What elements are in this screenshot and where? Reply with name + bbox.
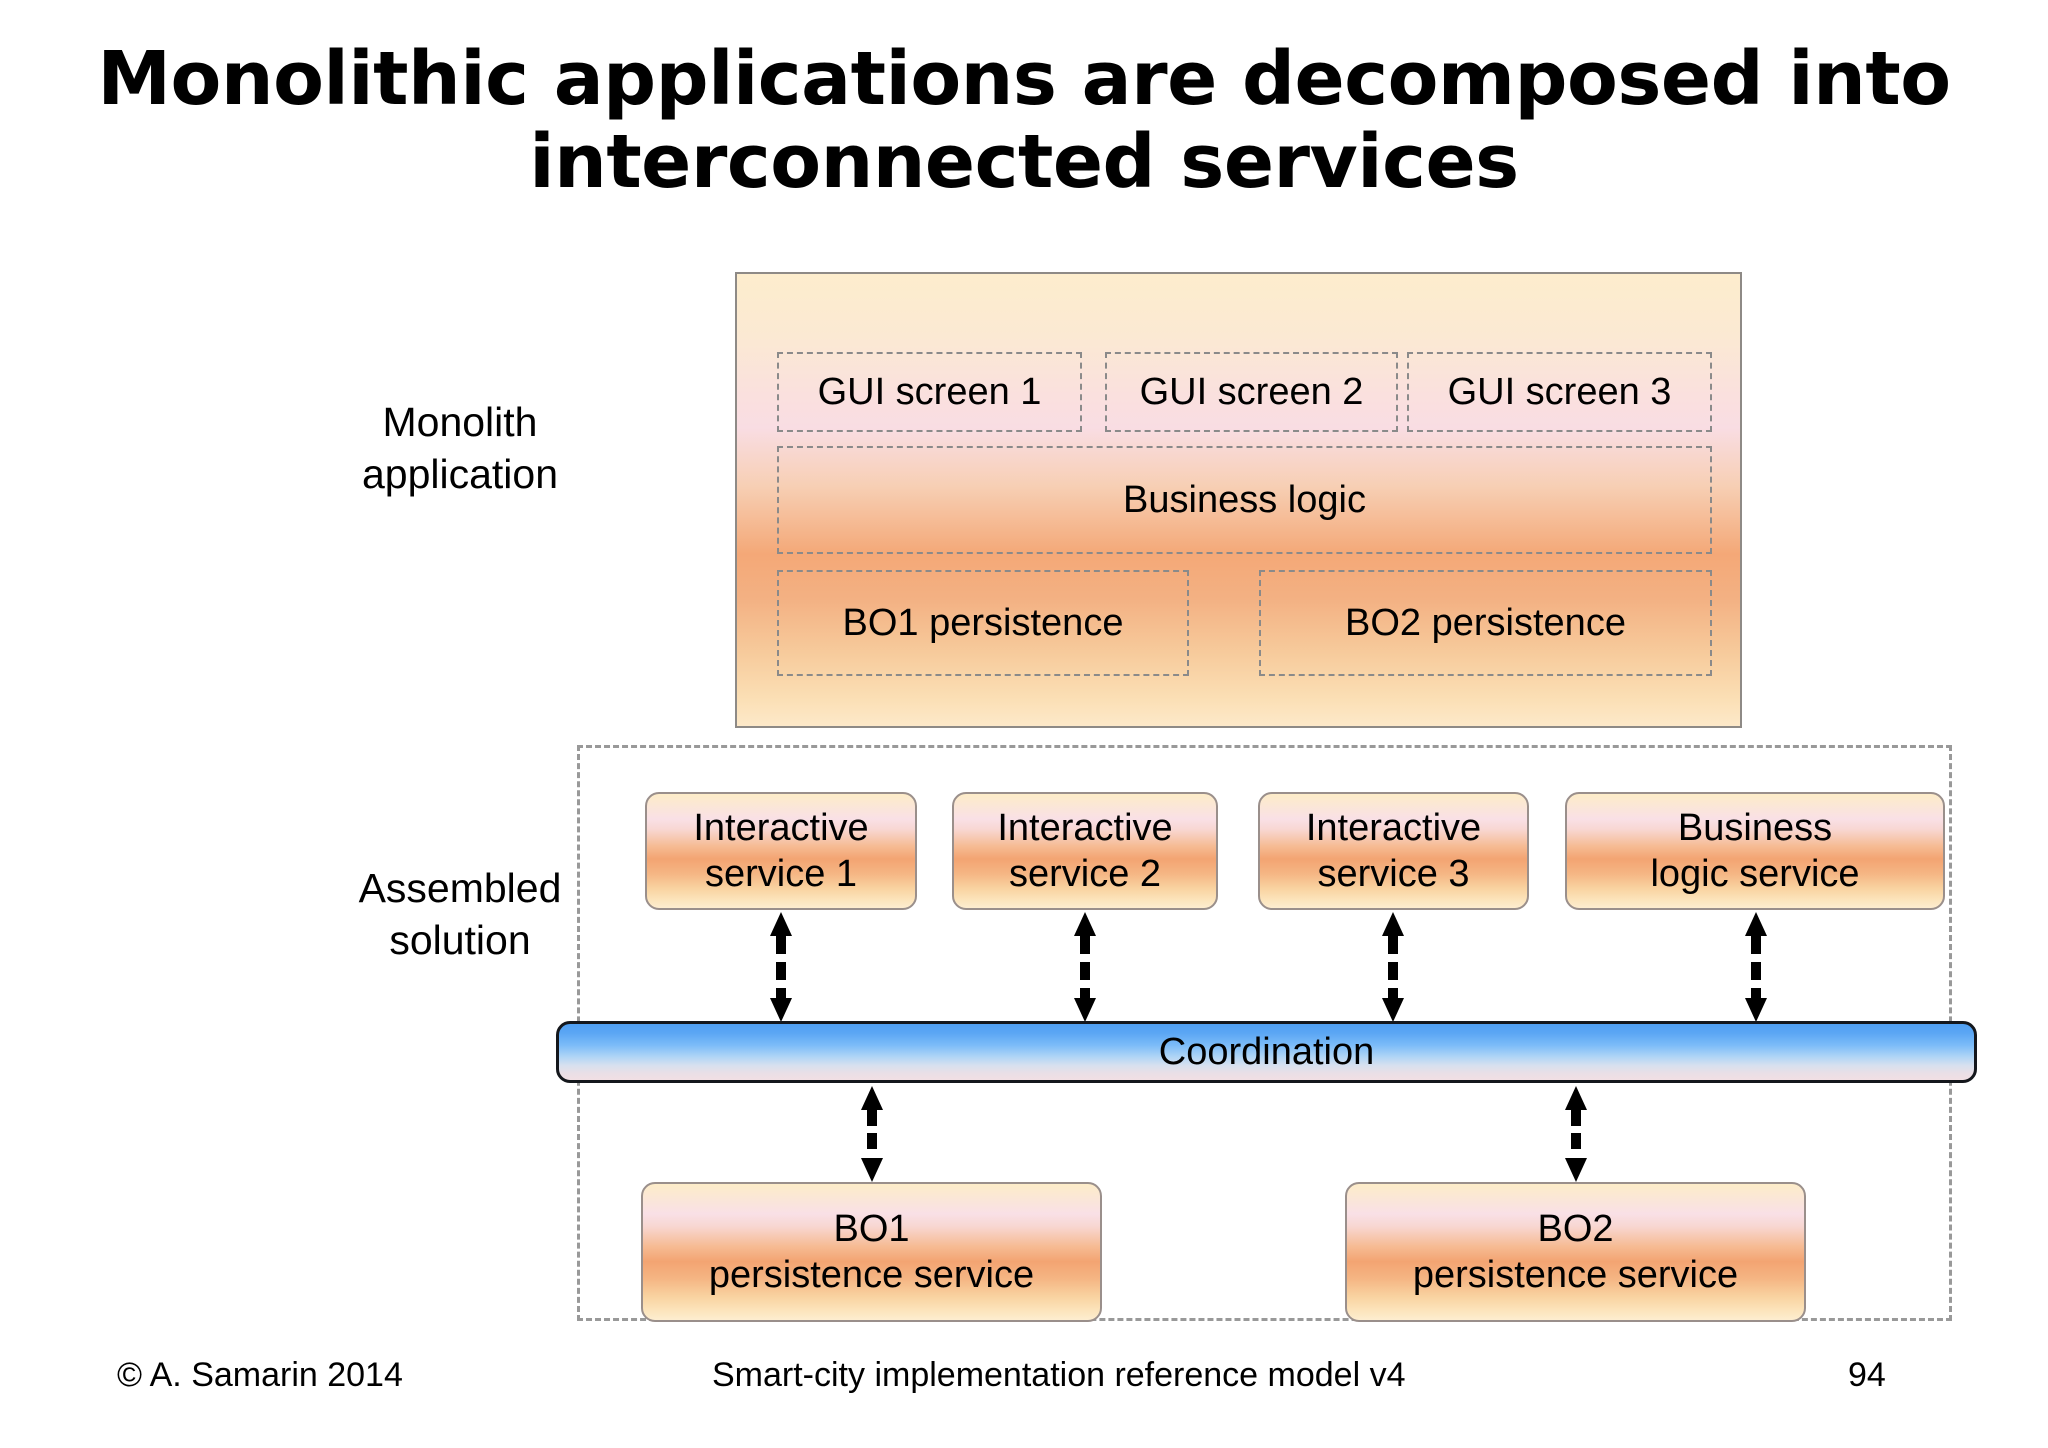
arrow-service-3-to-coordination [1379,912,1407,1022]
arrow-coordination-to-bo1 [858,1086,886,1182]
monolith-bo1-persistence: BO1 persistence [777,570,1189,676]
page-title: Monolithic applications are decomposed i… [97,36,1951,205]
service-bo1-persistence[interactable]: BO1 persistence service [641,1182,1102,1322]
arrow-service-2-to-coordination [1071,912,1099,1022]
service-interactive-2[interactable]: Interactive service 2 [952,792,1218,910]
monolith-gui-screen-1: GUI screen 1 [777,352,1082,432]
service-interactive-3[interactable]: Interactive service 3 [1258,792,1529,910]
arrow-service-1-to-coordination [767,912,795,1022]
monolith-gui-screen-3: GUI screen 3 [1407,352,1712,432]
monolith-gui-screen-2: GUI screen 2 [1105,352,1398,432]
footer-copyright: © A. Samarin 2014 [117,1356,403,1394]
service-bo2-persistence[interactable]: BO2 persistence service [1345,1182,1806,1322]
service-business-logic[interactable]: Business logic service [1565,792,1945,910]
monolith-application-block: GUI screen 1 GUI screen 2 GUI screen 3 B… [735,272,1742,728]
row-label-assembled: Assembled solution [358,865,562,964]
monolith-bo2-persistence: BO2 persistence [1259,570,1712,676]
coordination-bar[interactable]: Coordination [556,1021,1977,1083]
monolith-business-logic: Business logic [777,446,1712,554]
service-interactive-1[interactable]: Interactive service 1 [645,792,917,910]
row-label-monolith: Monolith application [361,399,559,498]
arrow-coordination-to-bo2 [1562,1086,1590,1182]
footer-document-title: Smart-city implementation reference mode… [712,1356,1406,1394]
arrow-business-logic-to-coordination [1742,912,1770,1022]
footer-page-number: 94 [1848,1356,1886,1394]
